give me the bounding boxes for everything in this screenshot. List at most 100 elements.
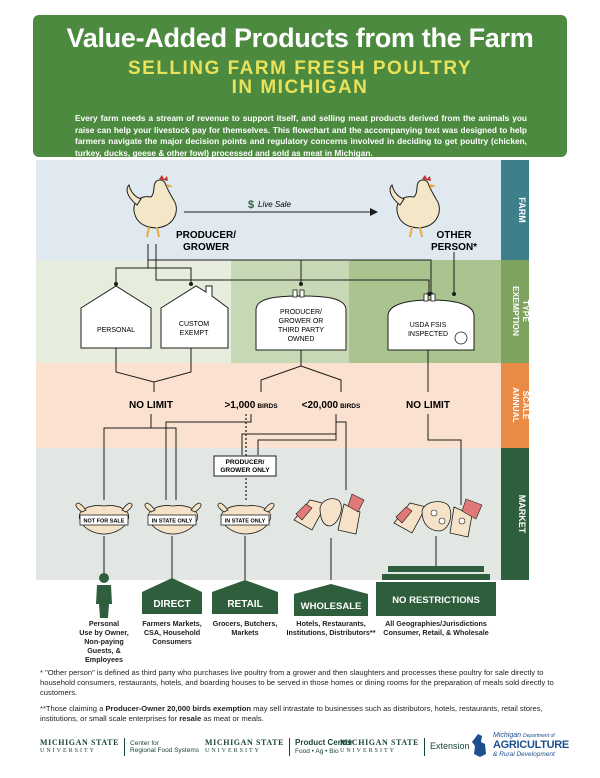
direct-desc-2: CSA, Household	[144, 628, 200, 637]
exemption-pgtp-label-3: THIRD PARTY	[278, 327, 324, 334]
msu2-name: MICHIGAN STATE	[205, 738, 285, 747]
footnote-2-bold-2: resale	[179, 714, 202, 723]
header-banner: Value-Added Products from the Farm SELLI…	[33, 15, 567, 158]
footnote-other-person: * "Other person" is defined as third par…	[40, 668, 554, 697]
msu2-univ: UNIVERSITY	[205, 748, 261, 754]
msu1-name: MICHIGAN STATE	[40, 738, 120, 747]
not-for-sale-tag	[79, 514, 129, 526]
market-label: MARKET	[517, 495, 527, 534]
msu3-desc: Extension	[430, 741, 470, 752]
inspection-seal-icon	[454, 331, 468, 345]
footnote-2-text-b: may sell intrastate to businesses such a…	[40, 704, 543, 723]
no-restrictions-label: NO RESTRICTIONS	[392, 595, 480, 606]
scale-label-2: SCALE	[521, 391, 531, 420]
exemption-personal: PERSONAL	[80, 285, 152, 349]
wholesale-desc-1: Hotels, Restaurants,	[296, 620, 366, 628]
exemption-custom-label-2: EXEMPT	[180, 330, 210, 337]
footnote-2-bold: Producer-Owner 20,000 birds exemption	[105, 704, 252, 713]
connector-dots	[114, 282, 456, 296]
exemption-pgtp-label-2: GROWER OR	[279, 318, 324, 325]
retail-label: RETAIL	[227, 599, 262, 610]
msu3-name: MICHIGAN STATE	[340, 738, 420, 747]
mdard-line-3: AGRICULTURE	[493, 739, 569, 751]
personal-desc-1: Personal	[89, 620, 119, 628]
scale-label-tab	[501, 363, 529, 448]
scale-connectors	[115, 348, 429, 392]
not-for-sale-label: NOT FOR SALE	[84, 519, 125, 525]
msu1-univ: UNIVERSITY	[40, 748, 96, 754]
farm-label: FARM	[517, 197, 527, 223]
in-state-only-label-2: IN STATE ONLY	[225, 519, 266, 525]
retail-desc-2: Markets	[231, 628, 258, 637]
other-person-label-2: PERSON*	[431, 242, 477, 253]
page-title: Value-Added Products from the Farm	[66, 23, 534, 53]
footnote-2-text-c: as meat or meals.	[201, 714, 264, 723]
producer-only-label-1: PRODUCER/	[225, 459, 264, 466]
msu1-desc-1: Center for	[130, 739, 159, 747]
flowchart: FARM EXEMPTION TYPE ANNUAL SCALE MARKET …	[36, 160, 531, 580]
market-descriptions: Personal Use by Owner, Non-paying Guests…	[79, 620, 489, 664]
footnote-producer-owner: **Those claiming a Producer-Owner 20,000…	[40, 704, 560, 724]
direct-desc-1: Farmers Markets,	[142, 620, 202, 628]
msu3-univ: UNIVERSITY	[340, 748, 396, 754]
personal-desc-4: Guests, &	[87, 646, 121, 655]
subtitle-line-2: IN MICHIGAN	[231, 77, 369, 98]
in-state-only-tag-1	[147, 514, 197, 526]
poultry-parts-icon-unrestricted	[393, 498, 483, 538]
msu1-desc-2: Regional Food Systems	[130, 747, 200, 754]
msu2-desc-1: Product Center	[295, 738, 353, 747]
intro-paragraph: Every farm needs a stream of revenue to …	[75, 113, 527, 158]
msu2-desc-2: Food • Ag • Bio	[295, 748, 339, 755]
exemption-usda: USDA FSIS INSPECTED	[387, 293, 475, 351]
producer-chicken-icon	[126, 175, 177, 238]
direct-sign: DIRECT	[142, 578, 202, 614]
page-subtitle: SELLING FARM FRESH POULTRY IN MICHIGAN	[33, 59, 567, 97]
direct-desc-3: Consumers	[152, 637, 192, 646]
no-restrictions-sign: NO RESTRICTIONS	[376, 566, 496, 616]
mdard-line-1: Michigan	[493, 732, 522, 739]
norestr-desc-2: Consumer, Retail, & Wholesale	[383, 628, 488, 637]
dollar-icon: $	[248, 199, 254, 211]
in-state-only-label-1: IN STATE ONLY	[152, 519, 193, 525]
personal-desc-2: Use by Owner,	[79, 628, 129, 637]
other-person-chicken-icon	[389, 175, 440, 238]
producer-only-label-2: GROWER ONLY	[220, 467, 270, 474]
wholesale-desc-2: Institutions, Distributors**	[286, 628, 375, 637]
market-label-tab	[501, 448, 529, 580]
scale-no-limit-left: NO LIMIT	[129, 400, 173, 411]
retail-sign: RETAIL	[212, 580, 278, 614]
exemption-custom-label-1: CUSTOM	[179, 321, 209, 328]
scale-no-limit-right: NO LIMIT	[406, 400, 450, 411]
scale-label-1: ANNUAL	[511, 387, 521, 423]
wholesale-label: WHOLESALE	[301, 601, 362, 612]
exemption-pgtp-label-4: OWNED	[288, 336, 315, 343]
producer-label-1: PRODUCER/	[176, 230, 236, 241]
exemption-personal-label: PERSONAL	[97, 327, 135, 334]
personal-desc-3: Non-paying	[84, 637, 124, 646]
exemption-producer-grower: PRODUCER/ GROWER OR THIRD PARTY OWNED	[255, 289, 347, 351]
exemption-label-tab	[501, 260, 529, 363]
person-icon	[96, 573, 112, 618]
exemption-label-2: TYPE	[521, 300, 531, 323]
norestr-desc-1: All Geographies/Jurisdictions	[385, 620, 487, 628]
mdard-logo: Michigan Department of AGRICULTURE & Rur…	[468, 732, 569, 758]
personal-desc-5: Employees	[85, 655, 123, 664]
poultry-parts-icon-wholesale	[293, 493, 365, 535]
exemption-usda-label-1: USDA FSIS	[410, 322, 447, 329]
mdard-line-4: & Rural Development	[493, 751, 555, 758]
exemption-custom: CUSTOM EXEMPT	[160, 285, 229, 349]
producer-label-2: GROWER	[183, 242, 230, 253]
footnote-2-text-a: **Those claiming a	[40, 704, 106, 713]
producer-only-badge	[213, 455, 277, 477]
farm-connectors	[115, 244, 455, 294]
retail-desc-1: Grocers, Butchers,	[213, 620, 278, 628]
mdard-line-2: Department of	[522, 733, 555, 739]
live-sale-arrowhead	[370, 208, 378, 216]
farm-label-tab	[501, 160, 529, 260]
market-connectors	[103, 414, 462, 505]
